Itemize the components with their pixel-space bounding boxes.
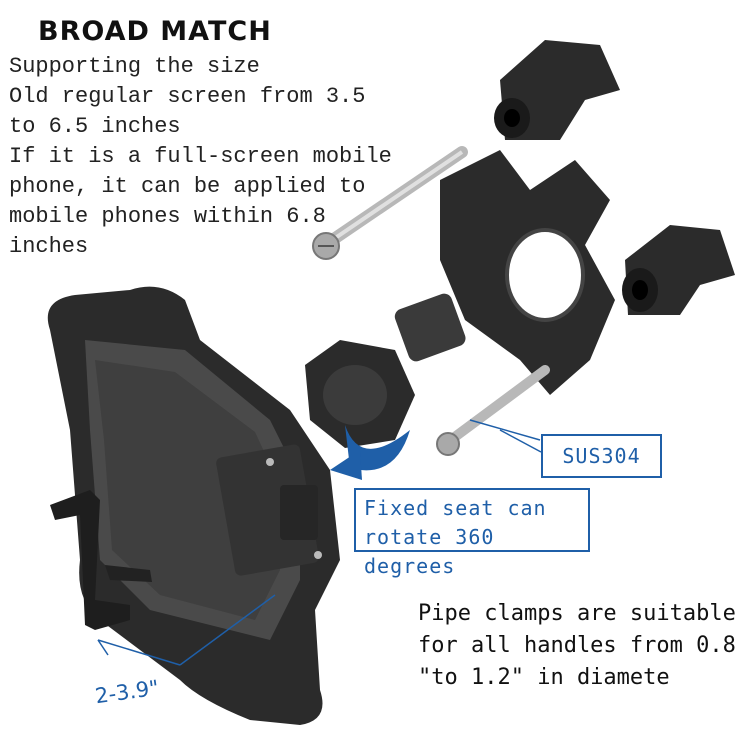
description-line: phone, it can be applied to (9, 174, 366, 199)
rotation-arrow-icon (330, 425, 410, 480)
description-line: Old regular screen from 3.5 (9, 84, 366, 109)
right-knob (622, 225, 735, 315)
description-line: mobile phones within 6.8 (9, 204, 326, 229)
range-dimension (97, 594, 276, 666)
sus-leader-line (499, 429, 542, 453)
phone-holder (47, 286, 341, 725)
pipe-line: "to 1.2" in diamete (418, 665, 670, 690)
pipe-line: Pipe clamps are suitable (418, 601, 736, 626)
pipe-clamp-description: Pipe clamps are suitable for all handles… (418, 598, 736, 694)
rotation-callout: Fixed seat can rotate 360 degrees (354, 488, 590, 578)
description-line: If it is a full-screen mobile (9, 144, 392, 169)
pipe-clamp (394, 150, 615, 395)
rotation-callout-line: Fixed seat can (364, 496, 547, 520)
pipe-line: for all handles from 0.8 (418, 633, 736, 658)
long-screw (312, 146, 468, 260)
page-title: BROAD MATCH (38, 16, 272, 47)
short-screw (436, 365, 550, 456)
top-knob (494, 40, 620, 140)
rotation-callout-line: rotate 360 degrees (364, 525, 495, 578)
material-callout: SUS304 (541, 434, 662, 478)
description-line: to 6.5 inches (9, 114, 181, 139)
size-description: Supporting the size Old regular screen f… (9, 52, 392, 262)
description-line: Supporting the size (9, 54, 260, 79)
ball-knob (305, 340, 415, 448)
description-line: inches (9, 234, 89, 259)
